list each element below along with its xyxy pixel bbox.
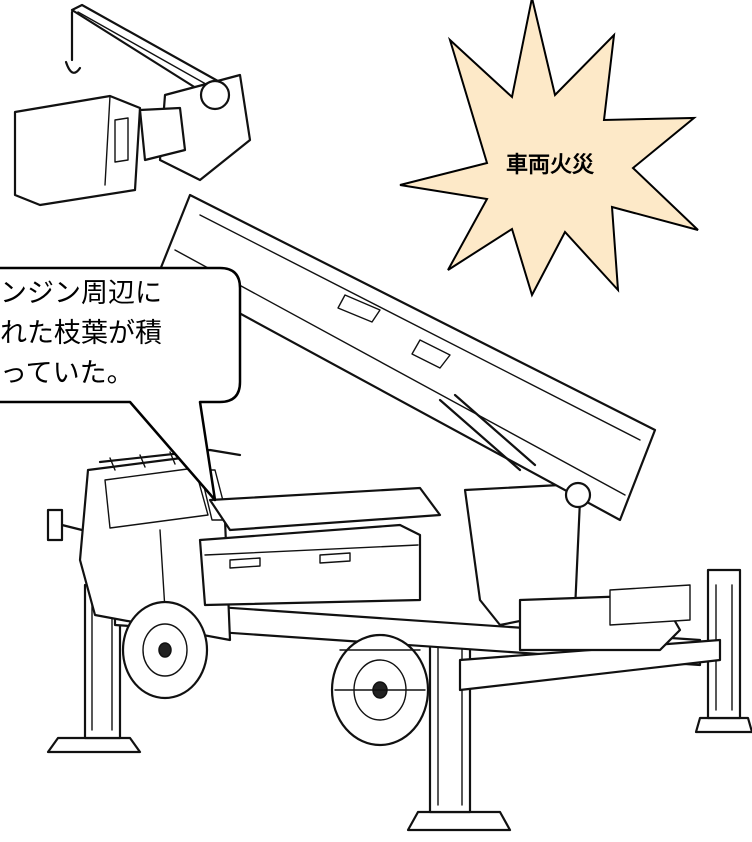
- starburst-shape: [399, 0, 699, 298]
- speech-callout: ンジン周辺に れた枝葉が積 っていた。: [0, 266, 242, 502]
- outrigger-pads: [46, 716, 752, 832]
- storage-box: [198, 486, 442, 607]
- truck-cab: [46, 448, 242, 642]
- boom-turret: [463, 482, 691, 652]
- callout-line-2: れた枝葉が積: [0, 318, 162, 349]
- wheels: [121, 600, 430, 747]
- fire-starburst: 車両火災: [399, 0, 699, 298]
- bucket-truck-icon: [13, 3, 752, 832]
- callout-bubble: [0, 266, 242, 502]
- jib-arm: [64, 3, 252, 182]
- aerial-bucket: [13, 94, 187, 207]
- callout-line-3: っていた。: [0, 358, 134, 389]
- starburst-label: 車両火災: [506, 153, 595, 178]
- callout-line-1: ンジン周辺に: [0, 278, 162, 309]
- telescopic-boom: [158, 193, 657, 522]
